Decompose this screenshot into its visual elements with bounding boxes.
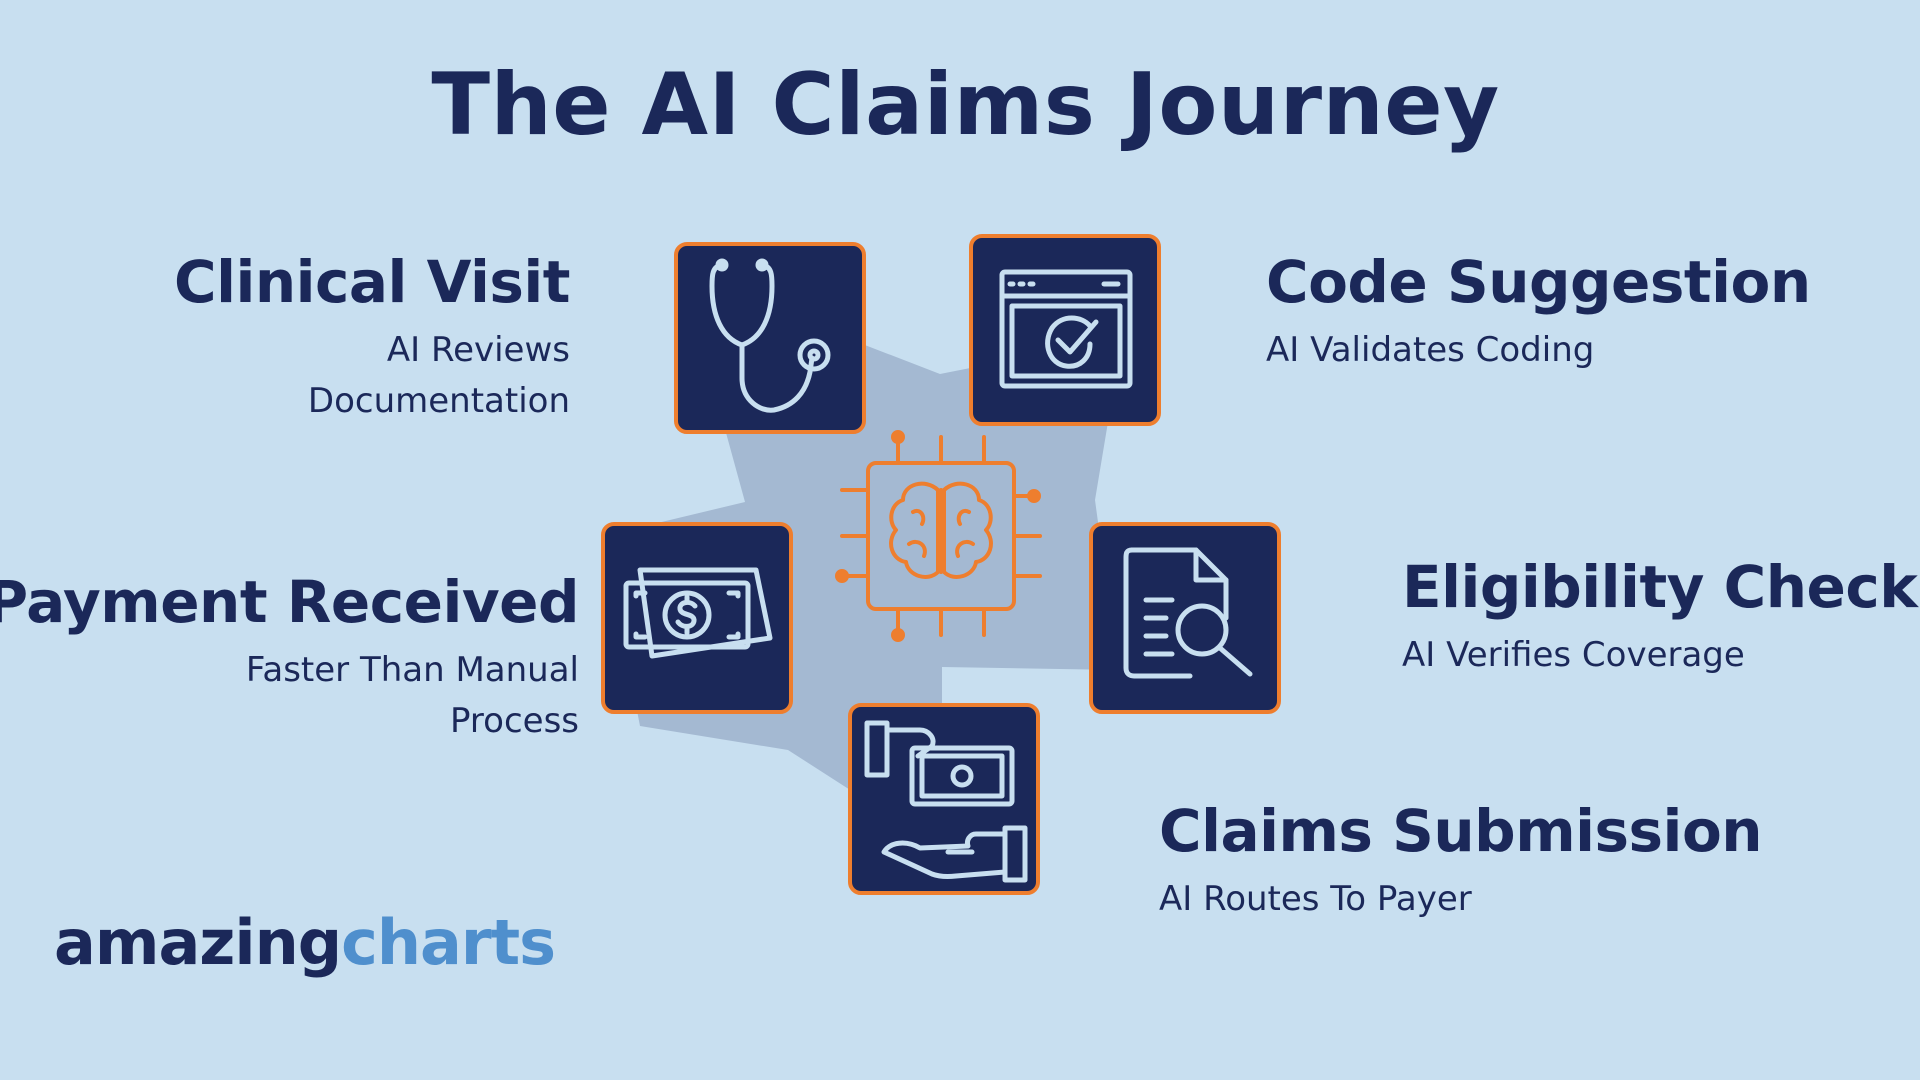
code-suggestion-desc-line1: AI Validates Coding	[1266, 330, 1595, 370]
code-suggestion-title: Code Suggestion	[1266, 248, 1811, 316]
page-title: The AI Claims Journey	[431, 55, 1500, 155]
code-suggestion-node	[969, 234, 1161, 426]
payment-received-desc-line2: Process	[450, 701, 579, 741]
clinical-visit-desc-line2: Documentation	[307, 381, 570, 421]
clinical-visit-description: AI Reviews Documentation	[174, 325, 570, 427]
clinical-visit-title: Clinical Visit	[174, 248, 570, 316]
ai-brain-chip-icon	[835, 430, 1042, 642]
payment-received-label: Payment Received Faster Than Manual Proc…	[0, 568, 580, 747]
claims-submission-title: Claims Submission	[1159, 797, 1763, 865]
document-search-icon	[1123, 547, 1253, 679]
eligibility-check-node	[1089, 522, 1281, 714]
claims-submission-description: AI Routes To Payer	[1159, 874, 1762, 925]
hand-money-icon	[864, 720, 1028, 883]
amazing-charts-logo: amazingcharts	[54, 912, 556, 974]
claims-submission-desc-line1: AI Routes To Payer	[1159, 879, 1472, 919]
eligibility-check-label: Eligibility Check AI Verifies Coverage	[1402, 553, 1918, 681]
eligibility-check-desc-line1: AI Verifies Coverage	[1402, 635, 1745, 675]
payment-received-node	[601, 522, 793, 714]
clinical-visit-node	[674, 242, 866, 434]
code-suggestion-label: Code Suggestion AI Validates Coding	[1266, 253, 1811, 376]
payment-received-description: Faster Than Manual Process	[0, 645, 579, 747]
clinical-visit-desc-line1: AI Reviews	[386, 330, 570, 370]
logo-part-charts: charts	[341, 906, 556, 979]
stethoscope-icon	[709, 258, 831, 413]
clinical-visit-label: Clinical Visit AI Reviews Documentation	[174, 253, 570, 427]
logo-part-amazing: amazing	[54, 906, 342, 979]
window-checkmark-icon	[999, 269, 1133, 389]
gear-background	[603, 318, 1122, 849]
eligibility-check-description: AI Verifies Coverage	[1402, 630, 1917, 681]
claims-submission-node	[848, 703, 1040, 895]
cash-bills-icon	[623, 567, 773, 659]
payment-received-desc-line1: Faster Than Manual	[245, 650, 579, 690]
eligibility-check-title: Eligibility Check	[1402, 553, 1918, 621]
payment-received-title: Payment Received	[0, 568, 580, 636]
code-suggestion-description: AI Validates Coding	[1266, 325, 1811, 376]
claims-submission-label: Claims Submission AI Routes To Payer	[1159, 797, 1763, 925]
